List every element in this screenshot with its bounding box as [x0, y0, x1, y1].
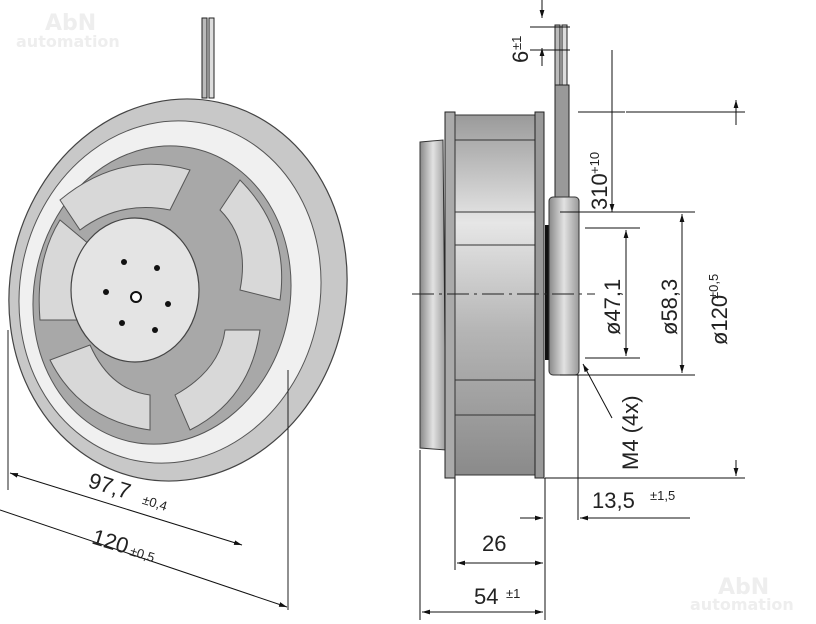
svg-text:±0,4: ±0,4	[141, 492, 170, 514]
svg-text:6: 6	[508, 51, 533, 63]
svg-text:±1,5: ±1,5	[650, 488, 675, 503]
hub-holes	[103, 259, 171, 333]
svg-text:±0,5: ±0,5	[706, 274, 721, 299]
svg-text:120: 120	[89, 524, 131, 559]
dim-bolt-circle: ø47,1	[600, 279, 625, 335]
svg-text:ø120: ø120	[707, 295, 732, 345]
dim-outer-diameter: 120 ±0,5	[89, 524, 157, 565]
fan-front-view: 97,7 ±0,4 120 ±0,5	[0, 17, 348, 610]
dim-total-depth: 54 ±1	[474, 584, 520, 609]
dim-motor-diameter: ø58,3	[657, 279, 682, 335]
svg-text:±1: ±1	[506, 586, 520, 601]
svg-text:+10: +10	[587, 152, 602, 174]
dim-cable-strip: 6 ±1	[508, 36, 533, 63]
svg-text:±1: ±1	[509, 36, 524, 50]
svg-text:automation: automation	[16, 32, 120, 51]
svg-text:automation: automation	[690, 595, 794, 614]
svg-text:AbN: AbN	[718, 575, 769, 600]
watermark-bottom: AbN automation	[690, 575, 794, 614]
svg-text:±0,5: ±0,5	[128, 543, 157, 565]
dim-outer-diameter-side: ø120 ±0,5	[706, 274, 732, 345]
watermark-top: AbN automation	[16, 11, 120, 51]
svg-text:54: 54	[474, 584, 498, 609]
svg-text:AbN: AbN	[45, 11, 96, 36]
dim-cable-length: 310 +10	[587, 152, 612, 210]
svg-text:13,5: 13,5	[592, 488, 635, 513]
fan-side-view: 6 ±1 310 +10 ø47,1 ø58,3 ø120 ±0,5 M4 (4…	[412, 0, 745, 620]
dim-depth-26: 26	[482, 531, 506, 556]
svg-text:310: 310	[587, 173, 612, 210]
hub	[70, 217, 200, 363]
dim-motor-depth: 13,5 ±1,5	[592, 488, 675, 513]
thread-callout: M4 (4x)	[618, 395, 643, 470]
